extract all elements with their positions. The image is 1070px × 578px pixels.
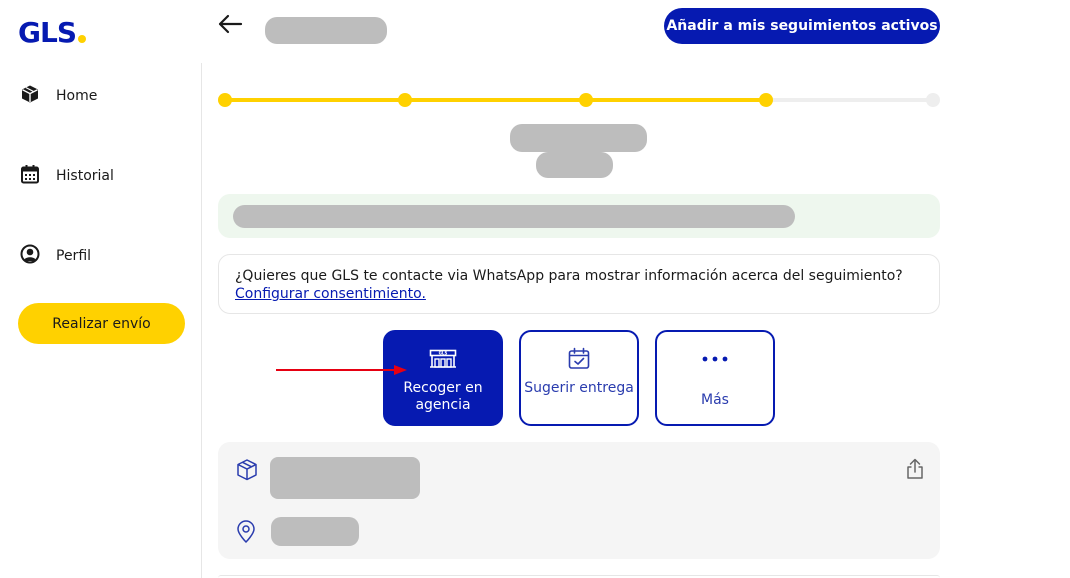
more-dots-icon: [702, 346, 728, 372]
gls-logo[interactable]: GLS: [18, 14, 86, 48]
status-info-placeholder: [233, 205, 795, 228]
shipment-info-placeholder: [270, 457, 420, 499]
progress-step-dot: [759, 93, 773, 107]
location-placeholder: [271, 517, 359, 546]
configure-consent-link[interactable]: Configurar consentimiento.: [235, 286, 426, 302]
action-label: Más: [701, 392, 729, 408]
back-button[interactable]: [216, 12, 244, 40]
calendar-icon: [20, 164, 40, 188]
action-label: Recoger en agencia: [403, 380, 483, 413]
share-icon[interactable]: [905, 458, 925, 484]
progress-fill: [225, 98, 766, 102]
next-card-edge: [218, 575, 940, 578]
arrow-left-icon: [217, 13, 243, 39]
whatsapp-question: ¿Quieres que GLS te contacte via WhatsAp…: [235, 268, 903, 284]
sidebar-item-label: Historial: [56, 168, 114, 184]
logo-dot: [78, 35, 86, 43]
sidebar-item-perfil[interactable]: Perfil: [20, 244, 91, 268]
pickup-at-agency-button[interactable]: GLS Recoger en agencia: [383, 330, 503, 426]
location-pin-icon: [235, 520, 257, 548]
store-icon: GLS: [429, 346, 457, 372]
action-label: Sugerir entrega: [524, 380, 634, 396]
tracking-progress: [218, 92, 940, 108]
svg-text:GLS: GLS: [439, 351, 448, 356]
progress-step-dot: [926, 93, 940, 107]
suggest-delivery-button[interactable]: Sugerir entrega: [519, 330, 639, 426]
progress-step-dot: [579, 93, 593, 107]
annotation-arrow: [276, 362, 410, 381]
whatsapp-consent-box: ¿Quieres que GLS te contacte via WhatsAp…: [218, 254, 940, 314]
progress-step-dot: [398, 93, 412, 107]
more-options-button[interactable]: Más: [655, 330, 775, 426]
add-to-active-tracking-button[interactable]: Añadir a mis seguimientos activos: [664, 8, 940, 44]
progress-step-dot: [218, 93, 232, 107]
package-icon: [235, 458, 259, 486]
logo-text: GLS: [18, 16, 77, 49]
sidebar-item-label: Home: [56, 88, 98, 104]
user-icon: [20, 244, 40, 268]
realizar-envio-button[interactable]: Realizar envío: [18, 303, 185, 344]
sidebar-divider: [201, 63, 202, 578]
calendar-check-icon: [567, 346, 591, 372]
box-icon: [20, 84, 40, 108]
sidebar-item-home[interactable]: Home: [20, 84, 97, 108]
sidebar-item-historial[interactable]: Historial: [20, 164, 114, 188]
status-title-placeholder: [510, 124, 647, 152]
sidebar-item-label: Perfil: [56, 248, 92, 264]
tracking-number-placeholder: [265, 17, 387, 44]
status-subtitle-placeholder: [536, 152, 613, 178]
